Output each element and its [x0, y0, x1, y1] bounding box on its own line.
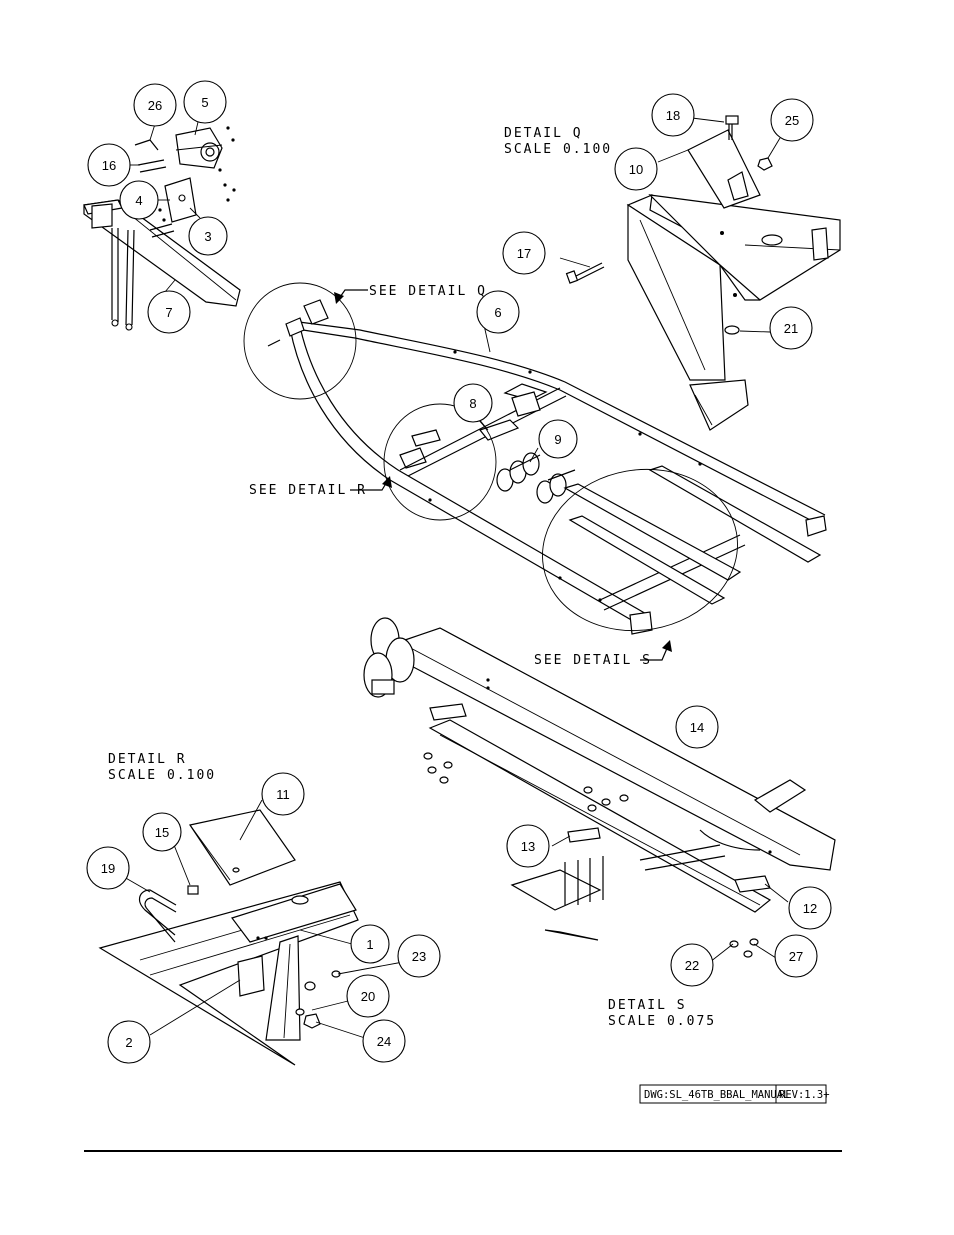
svg-text:27: 27	[789, 949, 803, 964]
callout-16: 16	[87, 143, 131, 187]
detail-r-scale: SCALE 0.100	[108, 768, 216, 783]
svg-text:19: 19	[101, 861, 115, 876]
svg-text:25: 25	[785, 113, 799, 128]
callout-2: 2	[107, 1020, 151, 1064]
see-detail-q-label: SEE DETAIL Q	[369, 284, 487, 299]
callout-8: 8	[453, 383, 493, 423]
title-block: DWG:SL_46TB_BBAL_MANUAL REV:1.3+	[639, 1084, 830, 1104]
detail-r-title: DETAIL R	[108, 752, 187, 767]
detail-q-callout-circle	[243, 282, 357, 400]
svg-text:17: 17	[517, 246, 531, 261]
detail-q-view	[626, 115, 841, 431]
svg-text:1: 1	[366, 937, 373, 952]
callout-25: 25	[770, 98, 814, 142]
callout-3: 3	[188, 216, 228, 256]
svg-text:26: 26	[148, 98, 162, 113]
svg-text:3: 3	[204, 229, 211, 244]
detail-q-title: DETAIL Q	[504, 126, 583, 141]
svg-text:23: 23	[412, 949, 426, 964]
drawing-number: DWG:SL_46TB_BBAL_MANUAL	[644, 1089, 789, 1101]
callout-26: 26	[133, 83, 177, 127]
svg-text:12: 12	[803, 901, 817, 916]
callout-22: 22	[670, 943, 714, 987]
callout-14: 14	[675, 705, 719, 749]
callout-4: 4	[119, 180, 159, 220]
svg-text:10: 10	[629, 162, 643, 177]
svg-text:6: 6	[494, 305, 501, 320]
svg-text:14: 14	[690, 720, 704, 735]
callout-15: 15	[142, 812, 182, 852]
see-detail-s-label: SEE DETAIL S	[534, 653, 652, 668]
svg-text:13: 13	[521, 839, 535, 854]
roller-assembly-9	[496, 452, 576, 504]
detail-r-view	[98, 809, 359, 1066]
callout-20: 20	[346, 974, 390, 1018]
callout-21: 21	[769, 306, 813, 350]
svg-text:21: 21	[784, 321, 798, 336]
winch-stand-assembly	[83, 126, 241, 331]
svg-text:5: 5	[201, 95, 208, 110]
callout-17: 17	[502, 231, 546, 275]
see-detail-q-leader	[337, 289, 368, 301]
svg-text:4: 4	[135, 193, 142, 208]
bolt-17	[565, 262, 605, 284]
svg-text:24: 24	[377, 1034, 391, 1049]
svg-text:11: 11	[276, 787, 290, 802]
callout-7: 7	[147, 290, 191, 334]
callout-11: 11	[261, 772, 305, 816]
callout-1: 1	[350, 924, 390, 964]
svg-text:20: 20	[361, 989, 375, 1004]
trailer-frame-assembly	[285, 317, 827, 635]
callout-18: 18	[651, 93, 695, 137]
detail-s-scale: SCALE 0.075	[608, 1014, 716, 1029]
callout-23: 23	[397, 934, 441, 978]
svg-text:2: 2	[125, 1035, 132, 1050]
detail-s-callout-circle	[542, 468, 738, 632]
callout-19: 19	[86, 846, 130, 890]
callout-27: 27	[774, 934, 818, 978]
detail-s-view	[363, 617, 836, 958]
callout-9: 9	[538, 419, 578, 459]
revision-number: REV:1.3+	[779, 1089, 830, 1101]
svg-text:22: 22	[685, 958, 699, 973]
svg-text:15: 15	[155, 825, 169, 840]
callout-bubbles: 26 5 16 4 3 7 18 25 10 17 6 21 8 9 14 11…	[86, 80, 832, 1064]
see-detail-r-label: SEE DETAIL R	[249, 483, 367, 498]
callout-10: 10	[614, 147, 658, 191]
see-detail-s-leader	[640, 645, 669, 661]
svg-text:18: 18	[666, 108, 680, 123]
callout-24: 24	[362, 1019, 406, 1063]
svg-text:8: 8	[469, 396, 476, 411]
callout-6: 6	[476, 290, 520, 334]
svg-text:16: 16	[102, 158, 116, 173]
detail-q-scale: SCALE 0.100	[504, 142, 612, 157]
svg-text:9: 9	[554, 432, 561, 447]
detail-r-callout-circle	[383, 403, 497, 521]
callout-12: 12	[788, 886, 832, 930]
callout-5: 5	[183, 80, 227, 124]
detail-s-title: DETAIL S	[608, 998, 687, 1013]
svg-text:7: 7	[165, 305, 172, 320]
callout-13: 13	[506, 824, 550, 868]
